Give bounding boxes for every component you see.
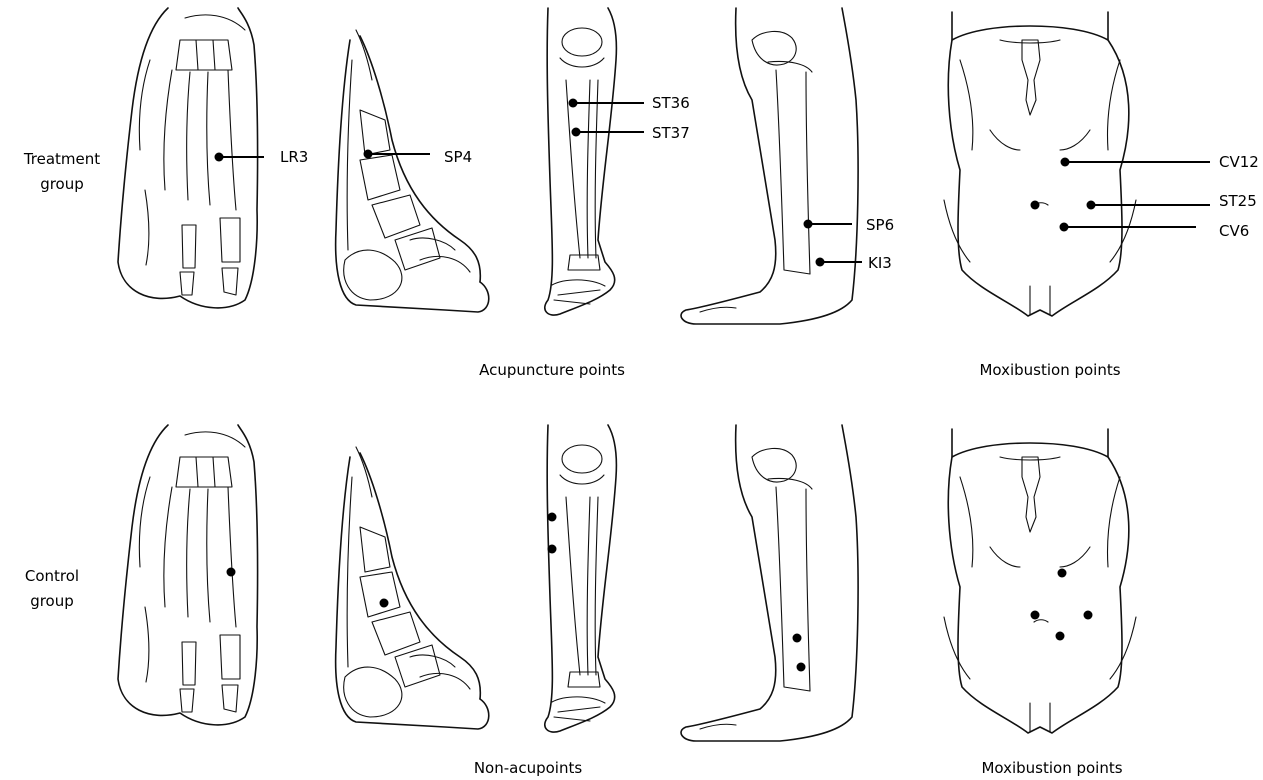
st37-label: ST37 xyxy=(652,124,690,142)
leg-medial-illustration xyxy=(681,8,858,324)
ankle-illustration xyxy=(336,30,489,312)
leg-medial-illustration xyxy=(681,425,858,741)
nonacupoint-foot xyxy=(227,568,236,577)
lr3-label: LR3 xyxy=(280,148,308,166)
ki3-label: KI3 xyxy=(868,254,892,272)
moxibustion-point-upper xyxy=(1058,569,1067,578)
sp4-label: SP4 xyxy=(444,148,472,166)
row-label-treatment-line1: Treatment xyxy=(23,150,100,168)
cv6-label: CV6 xyxy=(1219,222,1249,240)
torso-illustration xyxy=(944,429,1136,733)
nonacupoint-ankle xyxy=(380,599,389,608)
ankle-illustration xyxy=(336,447,489,729)
caption-acupuncture-points: Acupuncture points xyxy=(479,361,625,379)
caption-moxibustion-points-control: Moxibustion points xyxy=(981,759,1122,777)
row-label-control-line2: group xyxy=(30,592,74,610)
leg-anterior-illustration xyxy=(545,425,617,732)
st25-label: ST25 xyxy=(1219,192,1257,210)
st25-point-left xyxy=(1031,201,1040,210)
row-label-control-line1: Control xyxy=(25,567,79,585)
treatment-row: LR3 SP4 ST36 ST37 SP6 KI3 CV12 ST25 xyxy=(118,8,1259,324)
cv12-label: CV12 xyxy=(1219,153,1259,171)
sp6-label: SP6 xyxy=(866,216,894,234)
nonacupoint-calf-upper xyxy=(793,634,802,643)
foot-illustration xyxy=(118,425,258,725)
st36-label: ST36 xyxy=(652,94,690,112)
control-row xyxy=(118,425,1136,741)
moxibustion-point-lower xyxy=(1056,632,1065,641)
row-label-treatment-line2: group xyxy=(40,175,84,193)
caption-non-acupoints: Non-acupoints xyxy=(474,759,583,777)
leg-anterior-illustration xyxy=(545,8,617,315)
torso-illustration xyxy=(944,12,1136,316)
nonacupoint-leg-lower xyxy=(548,545,557,554)
nonacupoint-leg-upper xyxy=(548,513,557,522)
caption-moxibustion-points-treatment: Moxibustion points xyxy=(979,361,1120,379)
nonacupoint-calf-lower xyxy=(797,663,806,672)
moxibustion-point-left xyxy=(1031,611,1040,620)
moxibustion-point-right xyxy=(1084,611,1093,620)
